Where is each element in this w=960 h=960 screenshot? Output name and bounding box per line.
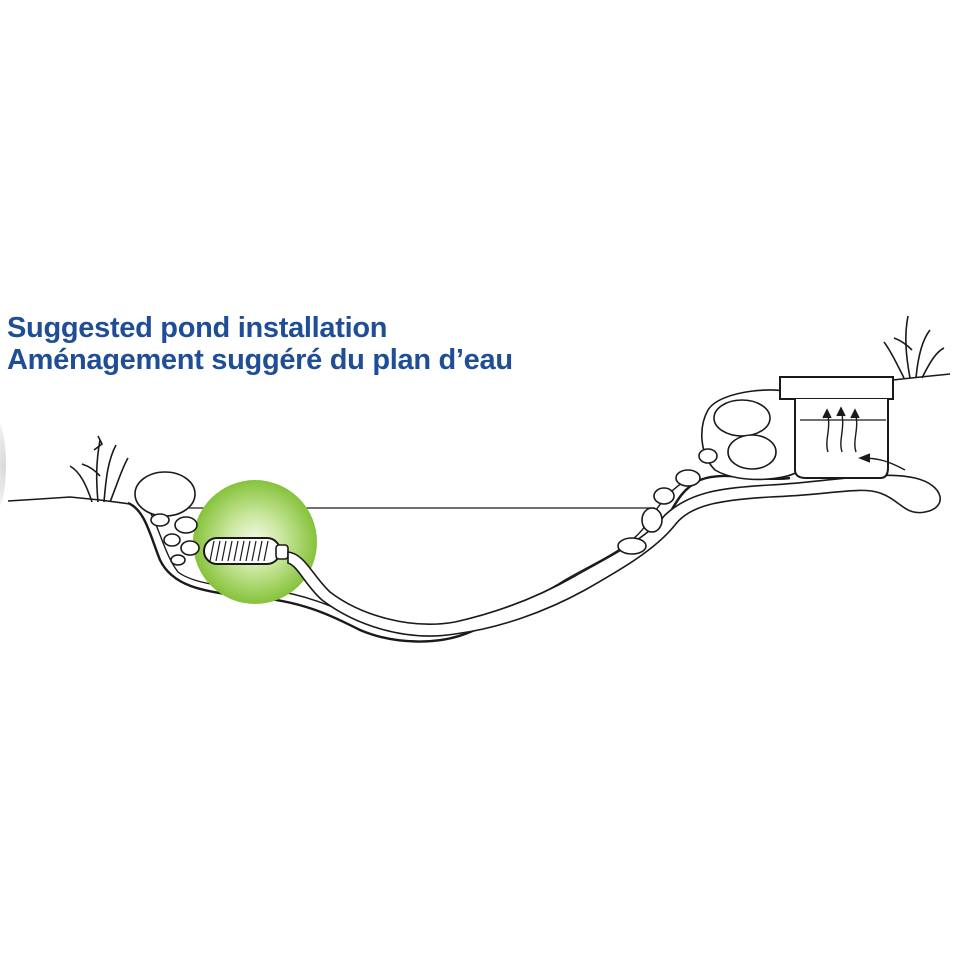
left-rocks [134, 471, 200, 566]
title-french: Aménagement suggéré du plan d’eau [7, 344, 513, 376]
waterfall-filter-box [779, 376, 894, 479]
flow-arrows [822, 406, 906, 471]
right-rocks [617, 389, 801, 555]
ground-right [892, 373, 951, 381]
grass-right-icon [883, 315, 945, 379]
title-block: Suggested pond installation Aménagement … [7, 312, 513, 376]
edge-shadow [0, 420, 6, 510]
title-english: Suggested pond installation [7, 312, 388, 344]
tubing [287, 474, 941, 637]
pump-icon [203, 537, 289, 565]
grass-left-icon [69, 435, 129, 503]
